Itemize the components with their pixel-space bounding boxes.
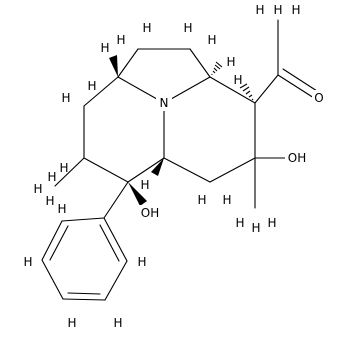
o-label-bg: [312, 90, 327, 105]
hydrogen-label: H: [183, 21, 192, 35]
phenyl-inner-bond-2: [67, 292, 101, 295]
hydrogen-label: H: [137, 255, 146, 269]
wedge-c5a-h: [151, 158, 164, 176]
hydrogen-label: H: [113, 316, 122, 330]
bond-acyl-oxygen-2: [282, 68, 318, 92]
hydroxyl-right-label: OH: [288, 151, 306, 165]
phenyl-bond-5: [104, 260, 128, 301]
phenyl-bond-6: [103, 217, 128, 262]
hydrogen-label: H: [233, 73, 242, 87]
bond-c6-phenyl: [103, 181, 129, 219]
carbonyl-oxygen-label: O: [314, 91, 323, 105]
hydrogen-label: H: [222, 193, 231, 207]
phenyl-bond-1: [61, 217, 105, 222]
hydrogen-label: H: [67, 316, 76, 330]
wedge-c8a-h: [109, 55, 118, 77]
hydrogen-label: H: [226, 55, 235, 69]
hydrogen-label: H: [197, 193, 206, 207]
hydroxyl-left-label: OH: [141, 206, 159, 220]
hydrogen-label: H: [87, 79, 96, 93]
bond-c5b-c5a: [163, 157, 211, 183]
hydrogen-label: H: [47, 170, 56, 184]
hydrogen-label: H: [116, 33, 125, 47]
bond-c2-c3: [189, 48, 211, 78]
phenyl-bond-3: [41, 259, 64, 300]
bond-c3-c4: [209, 76, 256, 104]
hydrogen-label: H: [267, 216, 276, 230]
phenyl-bond-4: [62, 298, 106, 301]
oh-right-bg: [285, 150, 309, 165]
hash-c4-h: [239, 83, 254, 101]
hydrogen-label: H: [23, 255, 32, 269]
hydrogen-label: H: [291, 3, 300, 17]
hash-c3-h: [211, 61, 223, 75]
hydrogen-label: H: [207, 33, 216, 47]
hydrogen-label: H: [142, 21, 151, 35]
hydrogen-label: H: [255, 3, 264, 17]
bond-acyl-oxygen-1: [277, 74, 315, 99]
bond-c8a-c8: [83, 76, 119, 107]
hydrogen-label: H: [100, 41, 109, 55]
hydrogen-label: H: [57, 202, 66, 216]
n-label-bg: [156, 96, 172, 111]
phenyl-inner-bond-3: [99, 224, 120, 262]
hydrogen-label: H: [59, 161, 68, 175]
hydrogen-label: H: [33, 182, 42, 196]
phenyl-bond-2: [41, 220, 63, 261]
bond-c7-methyl: [54, 157, 85, 187]
phenyl-inner-bond-1: [49, 225, 69, 261]
hydrogen-labels: H H H H H H H H H H H H H H H H H H H H …: [23, 3, 300, 330]
bond-c1-c8a: [117, 48, 139, 78]
hydrogen-label: H: [273, 3, 282, 17]
bond-c6-c5a: [127, 157, 165, 183]
hydrogen-label: H: [235, 216, 244, 230]
oh-left-bg: [138, 205, 162, 220]
hydrogen-label: H: [140, 178, 149, 192]
nitrogen-label: N: [160, 96, 169, 110]
hydrogen-label: H: [61, 91, 70, 105]
hydrogen-label: H: [251, 221, 260, 235]
bond-c7-c6: [83, 157, 129, 183]
bond-c4-acyl: [254, 74, 279, 104]
wedge-c6-hydroxyl: [128, 182, 147, 206]
bond-c5-c5b: [209, 157, 256, 183]
hydrogen-label: H: [45, 194, 54, 208]
